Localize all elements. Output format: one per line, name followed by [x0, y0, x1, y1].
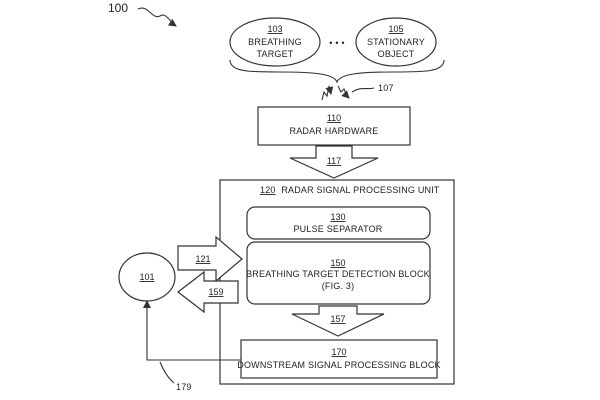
arrow-117-ref: 117	[327, 156, 341, 166]
pulse-separator-block: 130 PULSE SEPARATOR	[246, 206, 431, 240]
processing-unit-label: RADAR SIGNAL PROCESSING UNIT	[281, 185, 440, 195]
arrow-157-ref: 157	[330, 314, 345, 324]
arrow-159-ref: 159	[208, 287, 223, 297]
radar-signal-icon	[321, 85, 350, 101]
line-179-ref: 179	[176, 382, 192, 392]
stationary-object-ref: 105	[388, 24, 403, 34]
radar-hardware-ref: 110	[327, 113, 341, 123]
arrow-117	[289, 145, 379, 179]
downstream-block: 170 DOWNSTREAM SIGNAL PROCESSING BLOCK	[237, 339, 441, 379]
targets-ellipsis: • • •	[329, 38, 344, 48]
stationary-object-label-line1: STATIONARY	[367, 37, 425, 47]
downstream-block-label: DOWNSTREAM SIGNAL PROCESSING BLOCK	[237, 360, 441, 370]
external-device: 101	[118, 252, 176, 302]
breathing-target-ref: 103	[267, 24, 282, 34]
detection-block: 150 BREATHING TARGET DETECTION BLOCK (FI…	[246, 241, 431, 305]
pulse-separator-label: PULSE SEPARATOR	[293, 224, 382, 234]
arrow-157	[291, 305, 385, 337]
stationary-object: 105 STATIONARY OBJECT	[355, 17, 437, 67]
breathing-target-label-line2: TARGET	[256, 49, 293, 59]
arrow-121-ref: 121	[195, 254, 210, 264]
breathing-target-label-line1: BREATHING	[248, 37, 302, 47]
figure-leader-line	[137, 7, 177, 27]
arrow-121	[177, 235, 243, 283]
processing-unit-ref: 120	[260, 185, 276, 195]
detection-block-label: BREATHING TARGET DETECTION BLOCK	[246, 269, 430, 279]
targets-brace	[229, 59, 445, 84]
arrow-159	[177, 270, 239, 314]
figure-number: 100	[108, 1, 128, 15]
breathing-target: 103 BREATHING TARGET	[229, 17, 321, 67]
detection-block-note: (FIG. 3)	[322, 281, 355, 291]
processing-unit-title: 120 RADAR SIGNAL PROCESSING UNIT	[260, 185, 440, 195]
line-179	[143, 300, 241, 361]
radar-hardware-block: 110 RADAR HARDWARE	[257, 106, 411, 146]
external-device-ref: 101	[139, 272, 154, 282]
pulse-separator-ref: 130	[330, 212, 345, 222]
signal-leader-line	[351, 87, 375, 93]
line-179-leader	[159, 361, 175, 384]
downstream-block-ref: 170	[331, 347, 346, 357]
radar-hardware-label: RADAR HARDWARE	[290, 126, 379, 136]
stationary-object-label-line2: OBJECT	[378, 49, 415, 59]
signal-ref: 107	[378, 83, 394, 93]
detection-block-ref: 150	[330, 258, 345, 268]
